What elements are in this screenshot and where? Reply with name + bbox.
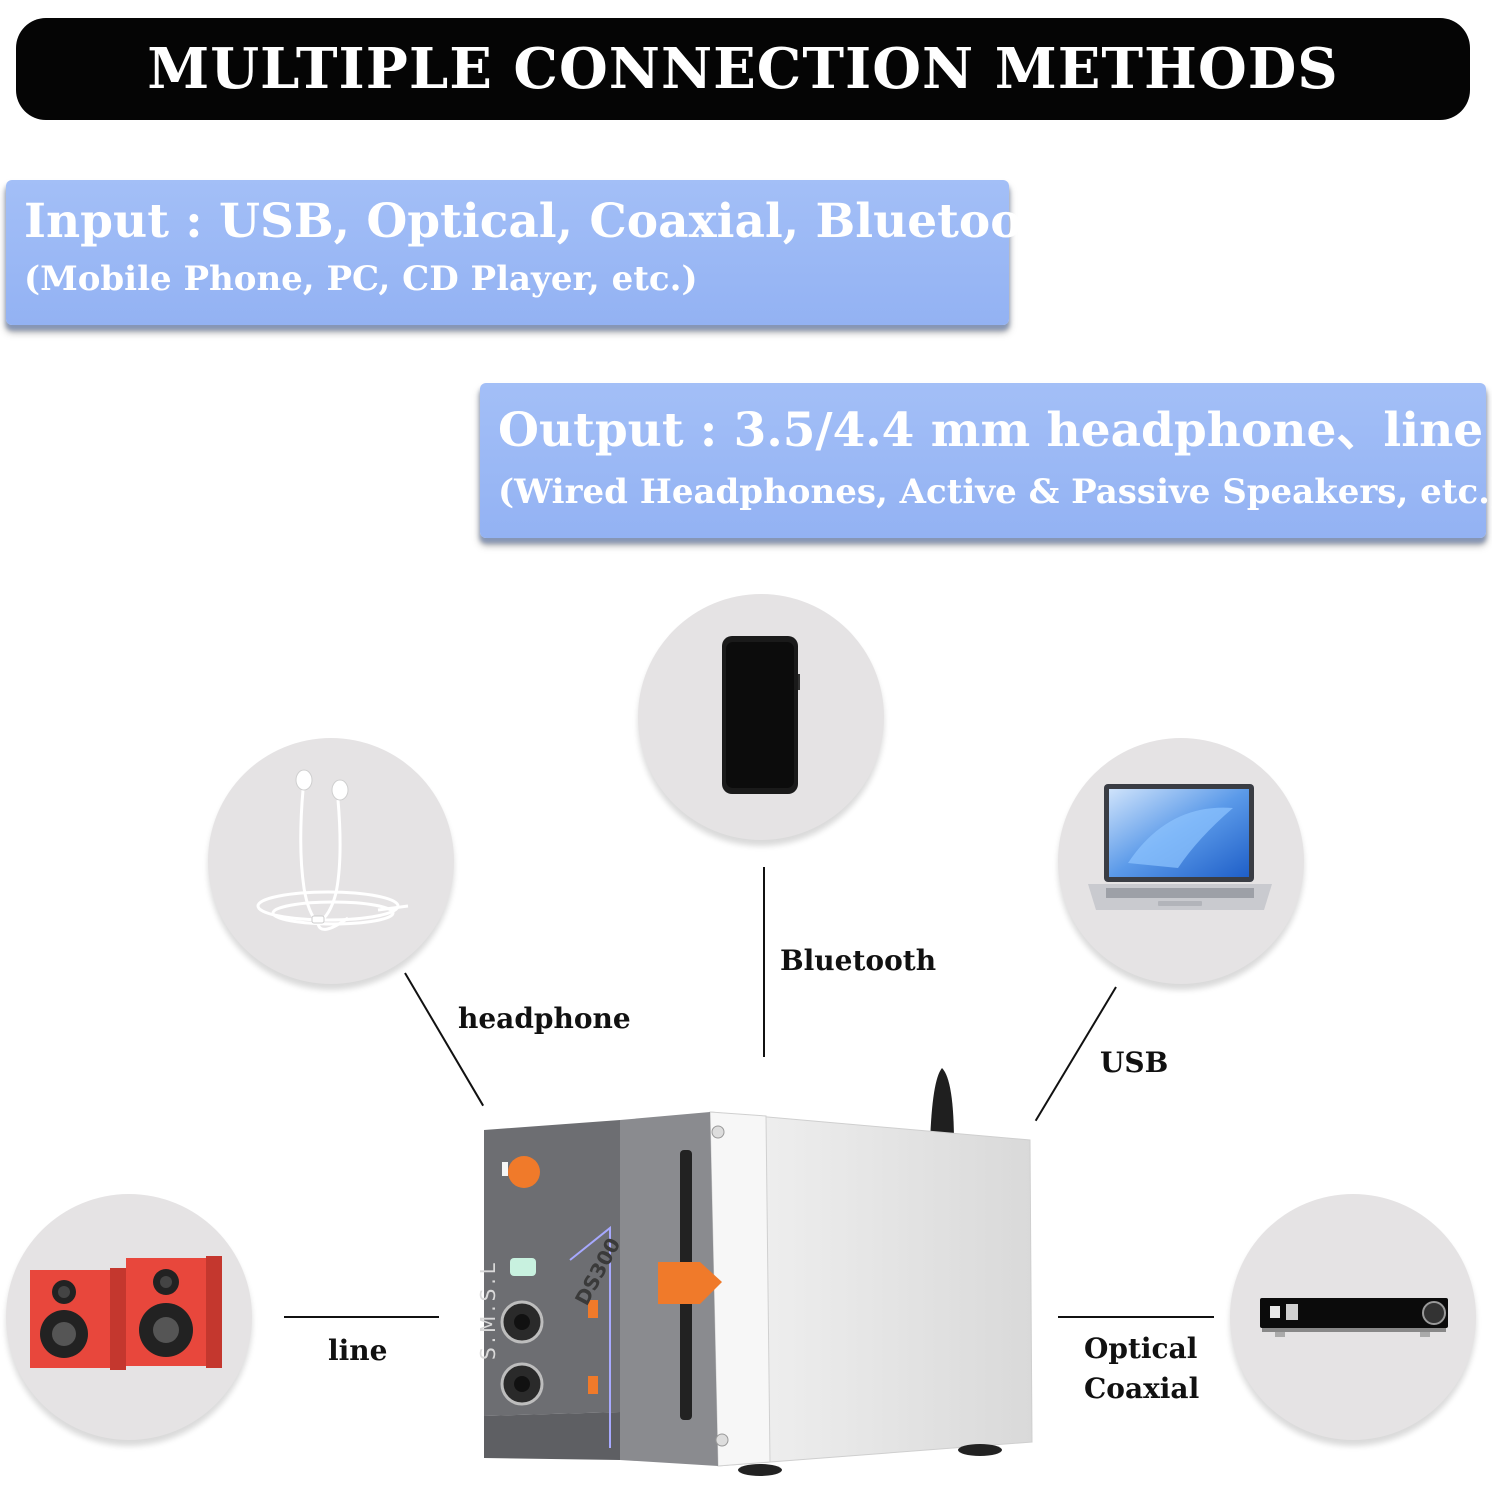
input-info-box: Input : USB, Optical, Coaxial, Bluetooth… [6, 180, 1077, 325]
title-banner: MULTIPLE CONNECTION METHODS [16, 18, 1470, 120]
optical-label: Optical [1084, 1332, 1198, 1365]
laptop-icon [1088, 784, 1272, 910]
earphones-circle [208, 738, 454, 984]
earphones-icon [256, 769, 409, 931]
input-subtext: (Mobile Phone, PC, CD Player, etc.) [24, 259, 698, 299]
optical-connector-line [1058, 1316, 1214, 1318]
brand-logo: S.M.S.L [476, 1259, 500, 1360]
speakers-circle [6, 1194, 252, 1440]
phone-circle [638, 594, 884, 840]
coaxial-label: Coaxial [1084, 1372, 1200, 1405]
dac-device-illustration [484, 1068, 1033, 1476]
output-subtext: (Wired Headphones, Active & Passive Spea… [498, 472, 1492, 512]
laptop-circle [1058, 738, 1304, 984]
cd-player-icon [1260, 1298, 1448, 1337]
line-label: line [328, 1334, 388, 1367]
banner-title: MULTIPLE CONNECTION METHODS [147, 36, 1339, 102]
cd-player-circle [1230, 1194, 1476, 1440]
usb-label: USB [1100, 1046, 1169, 1079]
input-heading: Input : USB, Optical, Coaxial, Bluetooth [24, 194, 1078, 249]
output-heading: Output : 3.5/4.4 mm headphone、line [498, 403, 1484, 458]
bluetooth-label: Bluetooth [780, 944, 937, 977]
bluetooth-connector-line [763, 867, 765, 1057]
speakers-icon [30, 1256, 222, 1370]
dac-device: S.M.S.L DS300 [470, 1060, 1040, 1480]
headphone-label: headphone [458, 1002, 631, 1035]
line-connector-line [284, 1316, 439, 1318]
output-info-box: Output : 3.5/4.4 mm headphone、line (Wire… [480, 383, 1492, 538]
smartphone-icon [722, 636, 800, 794]
